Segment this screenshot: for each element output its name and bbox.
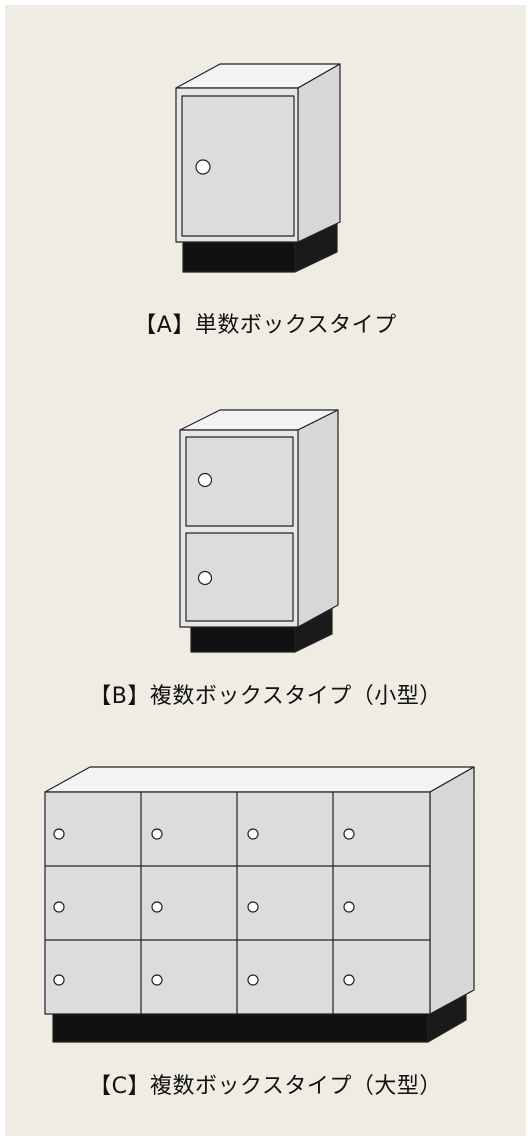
keyhole-icon bbox=[343, 901, 355, 913]
keyhole-icon bbox=[151, 828, 163, 840]
caption-a: 【A】単数ボックスタイプ bbox=[134, 313, 397, 338]
keyhole-icon bbox=[197, 472, 213, 488]
keyhole-icon bbox=[247, 828, 259, 840]
keyhole-icon bbox=[247, 901, 259, 913]
keyhole-icon bbox=[53, 828, 65, 840]
caption-b: 【B】複数ボックスタイプ（小型） bbox=[89, 684, 442, 709]
keyhole-icon bbox=[343, 974, 355, 986]
locker-c-side bbox=[429, 766, 475, 1015]
keyhole-icon bbox=[197, 570, 213, 586]
locker-c-multi-box-large bbox=[44, 766, 475, 1043]
keyhole-icon bbox=[195, 159, 211, 175]
keyhole-icon bbox=[343, 828, 355, 840]
locker-c-top bbox=[44, 766, 475, 793]
keyhole-icon bbox=[151, 901, 163, 913]
locker-b-multi-box-small bbox=[179, 409, 339, 653]
keyhole-icon bbox=[53, 901, 65, 913]
keyhole-icon bbox=[53, 974, 65, 986]
keyhole-icon bbox=[247, 974, 259, 986]
locker-a-base bbox=[182, 241, 296, 273]
locker-c-base bbox=[52, 1013, 429, 1043]
locker-b-base bbox=[190, 626, 296, 653]
locker-b-side bbox=[297, 409, 339, 628]
locker-a-side bbox=[297, 63, 341, 243]
locker-a-single-box bbox=[175, 63, 341, 273]
keyhole-icon bbox=[151, 974, 163, 986]
caption-c: 【C】複数ボックスタイプ（大型） bbox=[89, 1074, 442, 1099]
